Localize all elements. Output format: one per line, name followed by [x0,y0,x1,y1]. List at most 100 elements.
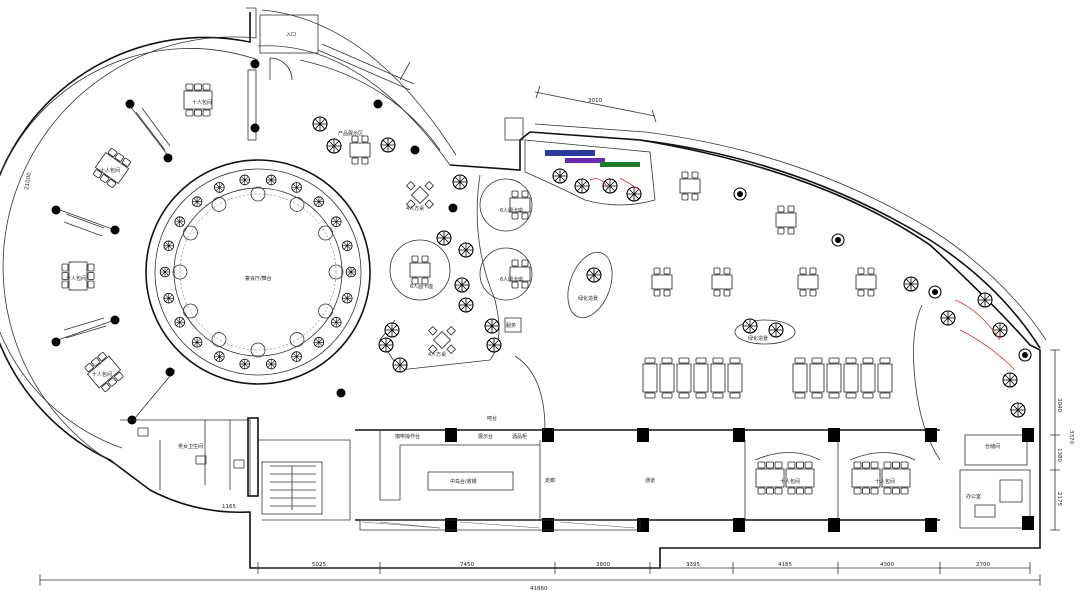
ring-plant [163,292,175,304]
dining-table [797,267,819,297]
dim-right-bottom: 2175 [1056,492,1062,506]
ring-plant [191,196,203,208]
restroom-label: 男女卫生间 [178,443,203,450]
dim-left-radius: 21000 [24,172,33,191]
ring-plant [174,316,186,328]
dim-right-corner: 3370 [1068,430,1074,444]
planter-island-label: 绿化造景 [578,295,598,302]
round-booths: 6人圆卡座 6人圆卡座 6人圆卡座 4人方桌 4人方桌 服务 [379,174,533,371]
ring-plant [345,266,357,278]
banquet-column [211,332,227,347]
dim-seg6: 4300 [880,562,894,568]
row-seat [826,357,842,399]
cashier-label: 咖啡操作台 [395,433,420,440]
ring-plant [330,316,342,328]
private-room-mid-label: 十人包间 [66,275,86,282]
bar-counter-label: 吧台 [487,415,497,422]
banquet-column [250,342,266,358]
dining-table [651,267,673,297]
product-display: 产品展示区 [312,116,396,165]
ring-plant [313,336,325,348]
ring-plant [214,351,225,362]
private-room-tables: 十人包间 十人包间 十人包间 十人包间 [61,83,213,394]
middle-planters: 绿化造景 绿化造景 [378,174,796,373]
ring-plant [159,266,171,278]
banquet-column [211,197,227,212]
ring-plant [174,216,186,228]
wine-cabinet-label: 酒品柜 [512,433,527,440]
row-seat [676,357,692,399]
dimension-chain: 5025 7450 3800 3395 4185 4300 2700 41860… [24,85,1074,592]
service-label: 服务 [506,322,516,329]
square-table-lower-label: 4人方桌 [428,351,446,358]
garden-strip [524,139,656,206]
dim-seg4: 3395 [686,562,700,568]
ring-plant [341,240,353,252]
ring-plant [265,174,277,186]
banquet-column [328,264,344,280]
dining-table [775,205,797,235]
dining-tables [642,171,893,399]
banquet-column [318,225,333,241]
outer-shell [0,7,1047,569]
planter-island-2-label: 绿化造景 [748,335,768,342]
round-booth-lower-label: 6人圆卡座 [500,276,523,283]
ring-plant [265,358,277,370]
restrooms: 男女卫生间 [120,417,259,497]
banquet-columns [172,186,344,358]
banquet-column [250,186,266,202]
room-b-label: 十人包间 [875,478,895,485]
banquet-hall: 宴会厅/舞台 [145,159,371,385]
ring-plant [291,351,302,362]
center-island-label: 中岛台/收银 [450,478,477,485]
display-counter-label: 展示台 [478,433,493,440]
dim-top: 3010 [588,98,602,104]
row-seat [693,357,709,399]
ring-plant [163,240,175,252]
dim-total: 41860 [530,586,548,592]
dim-seg7: 2700 [976,562,990,568]
dim-seg3: 3800 [596,562,610,568]
row-seat [809,357,825,399]
round-booth-upper-label: 6人圆卡座 [410,283,433,290]
dim-right-top: 3040 [1056,398,1062,412]
dining-table [711,267,733,297]
dim-seg5: 4185 [778,562,792,568]
entrance-label: 入口 [286,32,296,38]
ring-plant [313,196,325,208]
banquet-hall-label: 宴会厅/舞台 [245,275,272,282]
ring-plant [239,174,251,186]
banquet-column [183,225,198,241]
row-seat [642,357,658,399]
stair [258,439,351,521]
banquet-column [172,264,188,280]
ring-plant [191,336,203,348]
dim-seg1: 5025 [312,562,326,568]
office-label: 办公室 [966,493,981,500]
dim-right-mid: 1380 [1056,448,1062,462]
ring-plant [291,182,302,193]
dining-table [679,171,701,201]
left-ring [51,59,458,425]
row-seat [792,357,808,399]
room-a-label: 十人包间 [780,478,800,485]
private-room-top-label: 十人包间 [192,99,212,106]
dim-seg2: 7450 [460,562,474,568]
product-display-label: 产品展示区 [338,130,363,137]
row-seat [659,357,675,399]
row-seat [727,357,743,399]
ring-plant [239,358,251,370]
corridor-label: 走廊 [545,477,555,484]
row-seat [843,357,859,399]
round-booth-mid-label: 6人圆卡座 [500,207,523,214]
dining-table [855,267,877,297]
private-room-upper-label: 十人包间 [100,167,120,174]
private-room-lower-label: 十人包间 [92,371,112,378]
row-seat [877,357,893,399]
ring-plant [330,216,342,228]
storage-label: 仓储间 [985,443,1000,450]
banquet-column [183,303,198,319]
row-seat [860,357,876,399]
row-seat [710,357,726,399]
